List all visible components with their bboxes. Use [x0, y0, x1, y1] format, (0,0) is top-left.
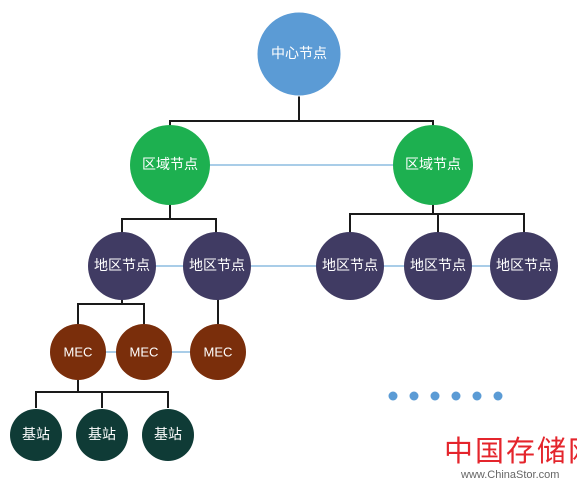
mec-node-2-label: MEC: [130, 345, 159, 360]
base-station-node-2-label: 基站: [88, 426, 116, 443]
area-node-4-label: 地区节点: [410, 258, 466, 274]
area-node-3: 地区节点: [316, 232, 384, 300]
area-node-2-circle: [183, 232, 251, 300]
mec-node-3-circle: [190, 324, 246, 380]
mec-node-1: MEC: [50, 324, 106, 380]
mec-node-3: MEC: [190, 324, 246, 380]
base-station-node-1-circle: [10, 409, 62, 461]
ellipsis-dot: [388, 391, 398, 401]
ellipsis-dot: [451, 391, 461, 401]
base-station-node-1-label: 基站: [22, 426, 50, 443]
area-node-5-circle: [490, 232, 558, 300]
ellipsis-dot: [409, 391, 419, 401]
region-node-right: 区域节点: [393, 125, 473, 205]
center-node: 中心节点: [256, 11, 342, 97]
mec-node-3-label: MEC: [204, 345, 233, 360]
area-node-5: 地区节点: [490, 232, 558, 300]
region-node-left: 区域节点: [130, 125, 210, 205]
center-node-label: 中心节点: [271, 46, 327, 62]
region-node-left-label: 区域节点: [142, 157, 198, 173]
center-node-circle: [256, 11, 342, 97]
base-station-node-3-circle: [142, 409, 194, 461]
ellipsis-dot: [493, 391, 503, 401]
area-node-4: 地区节点: [404, 232, 472, 300]
watermark-logo-text: 中国存储网: [444, 434, 577, 468]
region-node-right-circle: [393, 125, 473, 205]
mec-node-1-label: MEC: [64, 345, 93, 360]
base-station-node-1: 基站: [10, 409, 62, 461]
base-station-node-3: 基站: [142, 409, 194, 461]
base-station-node-3-label: 基站: [154, 426, 182, 443]
base-station-node-2-circle: [76, 409, 128, 461]
area-node-1-label: 地区节点: [94, 258, 150, 274]
region-node-right-label: 区域节点: [405, 157, 461, 173]
tree-link-area-1-branch: [77, 303, 145, 324]
region-node-left-circle: [130, 125, 210, 205]
area-node-3-label: 地区节点: [322, 258, 378, 274]
mec-node-2-circle: [116, 324, 172, 380]
tree-link-left-region-branch: [121, 218, 217, 234]
area-node-4-circle: [404, 232, 472, 300]
area-node-2-label: 地区节点: [189, 258, 245, 274]
ellipsis-dot: [430, 391, 440, 401]
watermark-url: www.ChinaStor.com: [461, 469, 560, 481]
area-node-3-circle: [316, 232, 384, 300]
ellipsis-dot: [472, 391, 482, 401]
mec-node-1-circle: [50, 324, 106, 380]
ellipsis-dots: [388, 391, 503, 401]
area-node-2: 地区节点: [183, 232, 251, 300]
area-node-1: 地区节点: [88, 232, 156, 300]
base-station-node-2: 基站: [76, 409, 128, 461]
tree-link-center-branch: [169, 120, 434, 133]
area-node-5-label: 地区节点: [496, 258, 552, 274]
mec-node-2: MEC: [116, 324, 172, 380]
area-node-1-circle: [88, 232, 156, 300]
